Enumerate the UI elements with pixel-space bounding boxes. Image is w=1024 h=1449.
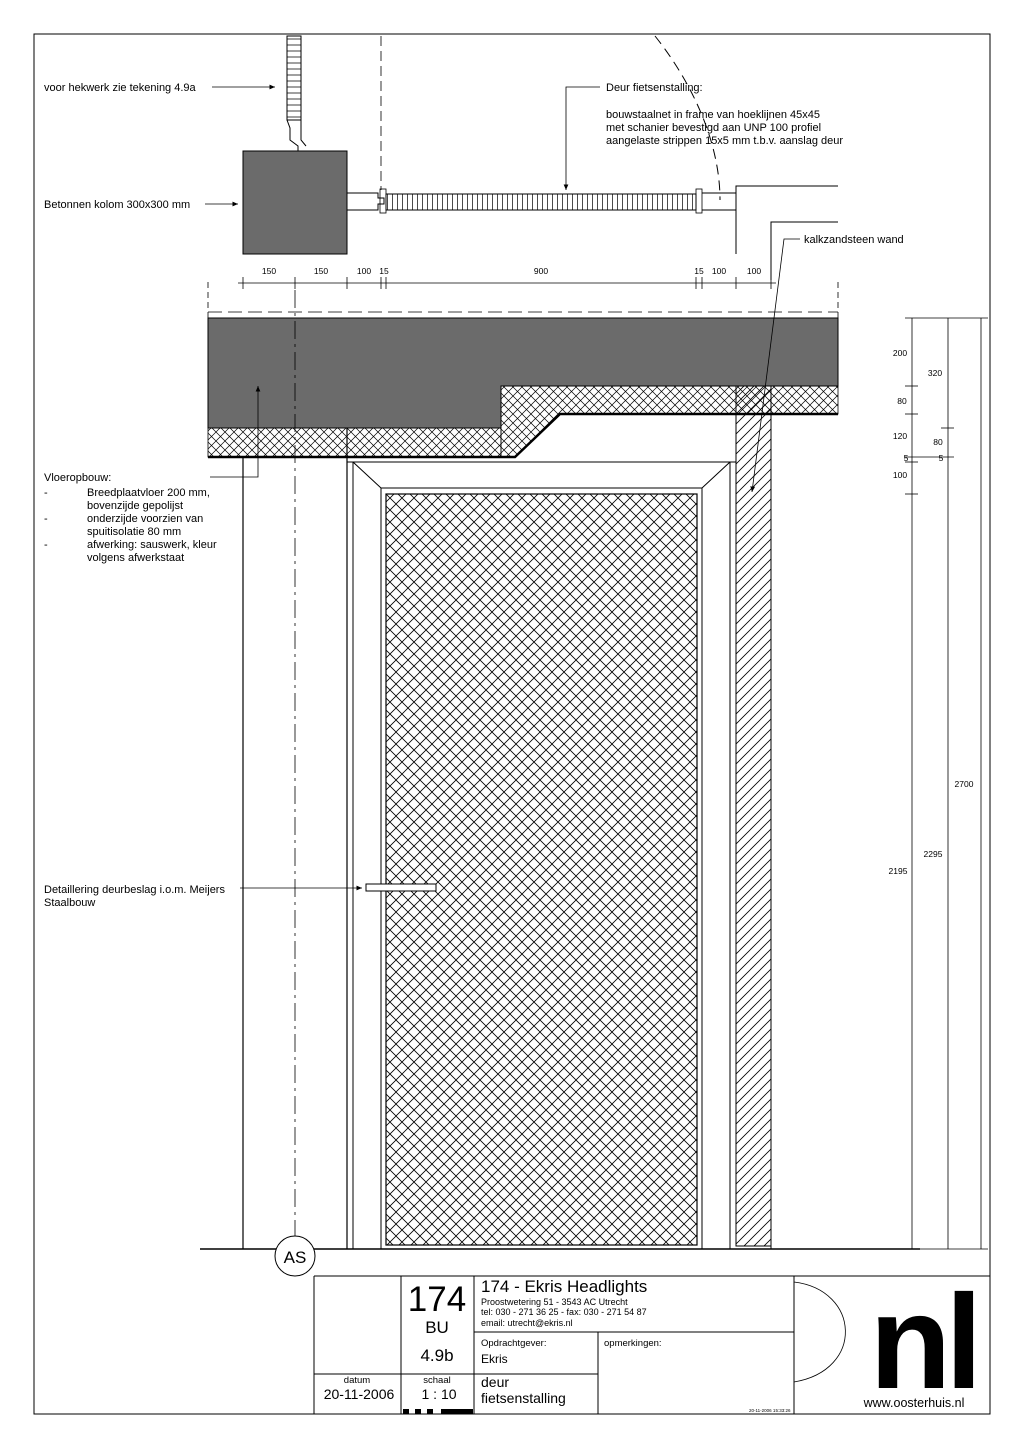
hdim-80a: 80 bbox=[897, 396, 907, 406]
note-deur-line-1: bouwstaalnet in frame van hoeklijnen 45x… bbox=[606, 109, 820, 121]
concrete-column bbox=[242, 150, 348, 255]
project-number: 174 bbox=[408, 1280, 466, 1319]
note-vloeropbouw-title: Vloeropbouw: bbox=[44, 472, 111, 484]
scale-label: schaal bbox=[423, 1375, 450, 1386]
project-name: 174 - Ekris Headlights bbox=[481, 1277, 647, 1296]
plan-dim-8: 100 bbox=[747, 266, 761, 276]
hdim-5b: 5 bbox=[939, 453, 944, 463]
axis-marker: AS bbox=[274, 1235, 316, 1277]
project-phone: tel: 030 - 271 36 25 - fax: 030 - 271 54… bbox=[481, 1307, 647, 1317]
hdim-320: 320 bbox=[928, 368, 942, 378]
note-kolom: Betonnen kolom 300x300 mm bbox=[44, 199, 190, 211]
spray-insulation-left bbox=[207, 427, 502, 458]
bullet-1: - bbox=[44, 487, 48, 499]
title-block: 174 BU 4.9b 174 - Ekris Headlights Proos… bbox=[313, 1268, 990, 1417]
drawing-date: 20-11-2006 bbox=[324, 1386, 395, 1402]
note-kalkzandsteen: kalkzandsteen wand bbox=[804, 234, 904, 246]
plan-dim-6: 15 bbox=[694, 266, 704, 276]
drawing-title-2: fietsenstalling bbox=[481, 1390, 566, 1406]
annotations: voor hekwerk zie tekening 4.9a Betonnen … bbox=[44, 82, 904, 909]
bullet-2: - bbox=[44, 513, 48, 525]
office-website: www.oosterhuis.nl bbox=[863, 1396, 965, 1410]
plan-dim-7: 100 bbox=[712, 266, 726, 276]
hdim-2295: 2295 bbox=[924, 849, 943, 859]
hdim-100: 100 bbox=[893, 470, 907, 480]
door-handle bbox=[365, 883, 437, 892]
kalkzandsteen-wall bbox=[735, 385, 772, 1247]
vloer-item-1a: Breedplaatvloer 200 mm, bbox=[87, 487, 210, 499]
note-deur-line-2: met schanier bevestigd aan UNP 100 profi… bbox=[606, 122, 821, 134]
bullet-3: - bbox=[44, 539, 48, 551]
plan-view bbox=[238, 35, 838, 289]
remarks-label: opmerkingen: bbox=[604, 1338, 662, 1349]
height-dimension-texts: 200 80 120 5 100 2195 320 80 5 2295 2700 bbox=[889, 348, 974, 876]
client-name: Ekris bbox=[481, 1352, 508, 1366]
plan-dim-3: 100 bbox=[357, 266, 371, 276]
project-email: email: utrecht@ekris.nl bbox=[481, 1318, 573, 1328]
vloer-item-2a: onderzijde voorzien van bbox=[87, 513, 203, 525]
office-logo: nl bbox=[869, 1268, 976, 1417]
hdim-2700: 2700 bbox=[955, 779, 974, 789]
sheet-number: 4.9b bbox=[420, 1346, 453, 1365]
hdim-80b: 80 bbox=[933, 437, 943, 447]
project-address: Proostwetering 51 - 3543 AC Utrecht bbox=[481, 1297, 628, 1307]
door-plan-mesh bbox=[385, 193, 697, 211]
drawing-scale: 1 : 10 bbox=[421, 1386, 456, 1402]
vloer-item-3a: afwerking: sauswerk, kleur bbox=[87, 539, 217, 551]
vloer-item-2b: spuitisolatie 80 mm bbox=[87, 526, 181, 538]
plan-dim-2: 150 bbox=[314, 266, 328, 276]
plan-dimensions: 150 150 100 15 900 15 100 100 bbox=[262, 266, 761, 276]
vloer-item-3b: volgens afwerkstaat bbox=[87, 552, 184, 564]
discipline-code: BU bbox=[425, 1318, 449, 1337]
height-dimensions bbox=[905, 317, 988, 1250]
hdim-200: 200 bbox=[893, 348, 907, 358]
note-deur-title: Deur fietsenstalling: bbox=[606, 82, 703, 94]
sheet-border bbox=[33, 33, 991, 1415]
hdim-5a: 5 bbox=[904, 453, 909, 463]
print-stamp: 20-11-2006 15:33:26 bbox=[749, 1408, 791, 1413]
note-hekwerk: voor hekwerk zie tekening 4.9a bbox=[44, 82, 197, 94]
door-leaf-mesh bbox=[385, 493, 698, 1246]
plan-dim-4: 15 bbox=[379, 266, 389, 276]
hdim-120: 120 bbox=[893, 431, 907, 441]
client-label: Opdrachtgever: bbox=[481, 1338, 546, 1349]
axis-label: AS bbox=[284, 1248, 307, 1267]
note-deurbeslag-2: Staalbouw bbox=[44, 897, 95, 909]
section-view bbox=[200, 282, 920, 1250]
plan-dim-5: 900 bbox=[534, 266, 548, 276]
date-label: datum bbox=[344, 1375, 370, 1386]
drawing-title-1: deur bbox=[481, 1374, 509, 1390]
note-deurbeslag-1: Detaillering deurbeslag i.o.m. Meijers bbox=[44, 884, 225, 896]
vloer-item-1b: bovenzijde gepolijst bbox=[87, 500, 183, 512]
plan-dim-1: 150 bbox=[262, 266, 276, 276]
note-deur-line-3: aangelaste strippen 15x5 mm t.b.v. aansl… bbox=[606, 135, 843, 147]
hdim-2195: 2195 bbox=[889, 866, 908, 876]
